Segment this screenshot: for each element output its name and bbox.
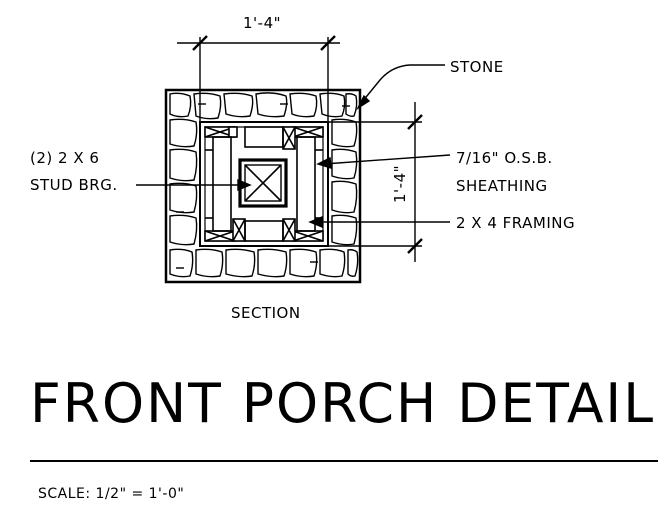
label-stud-line2: STUD BRG. (30, 176, 118, 194)
label-osb-line2: SHEATHING (456, 177, 548, 195)
dimension-right-text: 1'-4" (391, 165, 409, 203)
label-section: SECTION (231, 304, 301, 322)
label-stone: STONE (450, 58, 504, 76)
label-stud-line1: (2) 2 X 6 (30, 149, 99, 167)
framing-members (205, 126, 323, 242)
frame-outline (199, 121, 329, 247)
dimension-top-text: 1'-4" (243, 14, 281, 32)
framing (204, 126, 324, 242)
stone-column (164, 88, 362, 284)
drawing-title: FRONT PORCH DETAIL (30, 372, 655, 435)
stone-pattern (169, 92, 359, 278)
label-framing: 2 X 4 FRAMING (456, 214, 575, 232)
leaders (136, 64, 451, 229)
dimension-top (177, 35, 340, 122)
dimension-right (328, 102, 423, 262)
stone-outline (164, 88, 362, 284)
label-osb-line1: 7/16" O.S.B. (456, 149, 553, 167)
scale-note: SCALE: 1/2" = 1'-0" (38, 486, 184, 502)
